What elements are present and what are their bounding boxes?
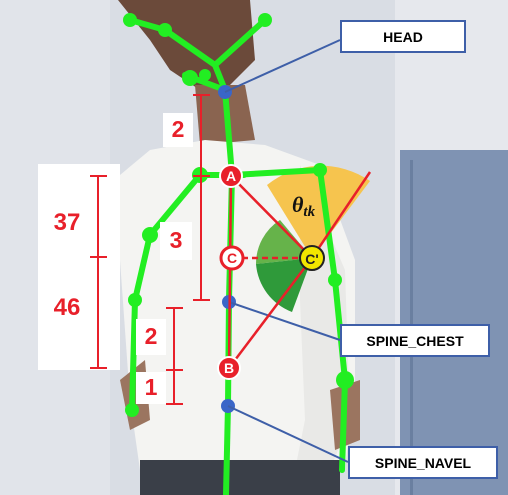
point-a: A — [220, 165, 242, 187]
measurement-inner-1: 1 — [138, 376, 164, 399]
point-c: C — [221, 247, 243, 269]
point-b: B — [218, 357, 240, 379]
measurement-inner-2-top: 2 — [165, 118, 191, 141]
outer-measurement-panel — [38, 164, 120, 370]
label-head: HEAD — [340, 20, 466, 53]
blue-partition — [400, 150, 508, 495]
point-c-prime-label: C' — [305, 251, 318, 267]
point-b-label: B — [224, 360, 234, 376]
label-spine-chest: SPINE_CHEST — [340, 324, 490, 357]
measurement-outer-46: 46 — [42, 296, 92, 320]
measurement-outer-37: 37 — [42, 211, 92, 235]
trousers — [140, 460, 340, 495]
measurement-inner-2-bottom: 2 — [138, 325, 164, 348]
point-c-prime: C' — [300, 246, 324, 270]
measurement-inner-3: 3 — [163, 229, 189, 252]
label-spine-navel: SPINE_NAVEL — [348, 446, 498, 479]
angle-symbol: θ — [292, 192, 304, 217]
point-c-label: C — [227, 250, 237, 266]
point-a-label: A — [226, 168, 236, 184]
angle-subscript: tk — [303, 204, 315, 220]
